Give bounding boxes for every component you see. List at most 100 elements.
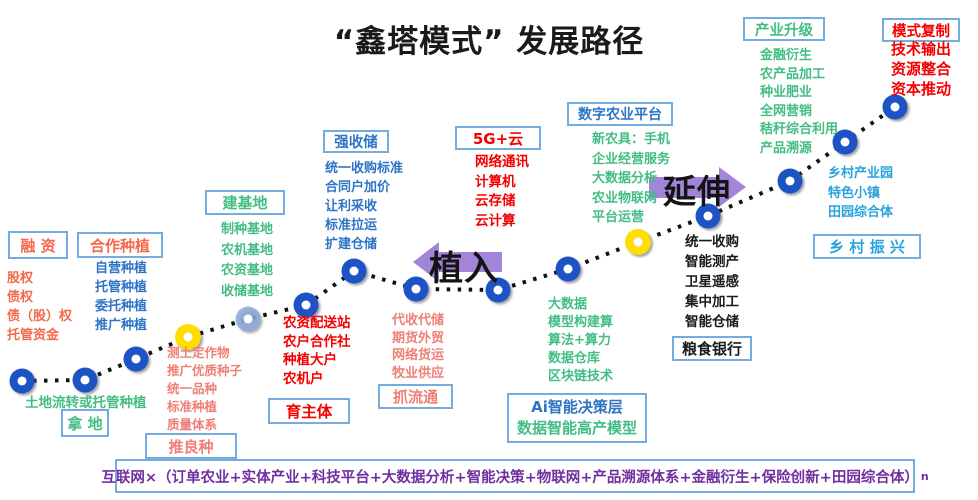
rural-revitalization-item: 特色小镇 (828, 185, 881, 201)
digital-platform-item: 新农具：手机 (592, 132, 671, 147)
ai-layer-item: 大数据 (548, 297, 588, 312)
formula-exponent: n (920, 469, 929, 483)
path-node-lightblue (235, 306, 261, 332)
grain-bank-box: 粮食银行 (672, 336, 752, 361)
cultivate-entities-item: 种植大户 (283, 352, 337, 368)
digital-platform-box: 数字农业平台 (567, 102, 673, 126)
ai-layer-items: 大数据 模型构建算 算法+算力 数据仓库 区块链技术 (548, 296, 613, 386)
5g-cloud-item: 网络通讯 (475, 154, 529, 170)
financing-box: 融 资 (8, 231, 68, 259)
strengthen-storage-item: 标准拉运 (325, 218, 378, 233)
path-node (72, 367, 98, 393)
ai-layer-box-line1: Ai智能决策层 (531, 398, 623, 416)
grasp-logistics-box: 抓流通 (378, 384, 453, 409)
ai-layer-item: 算法+算力 (548, 333, 611, 348)
grain-bank-item: 智能仓储 (685, 314, 739, 330)
model-replication-items: 技术输出 资源整合 资本推动 (891, 39, 951, 99)
page-title: “鑫塔模式” 发展路径 (333, 24, 645, 60)
rural-revitalization-box: 乡 村 振 兴 (813, 234, 921, 259)
model-replication-box: 模式复制 (882, 18, 960, 42)
cooperative-planting-item: 托管种植 (95, 280, 148, 295)
cooperative-planting-box: 合作种植 (77, 232, 163, 258)
model-replication-item: 资源整合 (891, 60, 952, 78)
acquire-land-box: 拿 地 (61, 409, 109, 437)
rural-revitalization-items: 乡村产业园 特色小镇 田园综合体 (828, 164, 893, 223)
grain-bank-item: 智能测产 (685, 254, 739, 270)
grain-bank-item: 集中加工 (685, 294, 739, 310)
industry-upgrade-item: 金融衍生 (760, 48, 813, 63)
path-node (485, 277, 511, 303)
digital-platform-item: 平台运营 (592, 210, 645, 225)
strengthen-storage-item: 扩建仓储 (325, 237, 378, 252)
cooperative-planting-item: 自营种植 (95, 261, 148, 276)
industry-upgrade-items: 金融衍生 农产品加工 种业肥业 全网营销 秸秆综合利用 产品溯源 (760, 47, 838, 158)
path-node (123, 346, 149, 372)
financing-item: 债权 (7, 290, 34, 305)
digital-platform-item: 企业经营服务 (592, 151, 671, 167)
promote-seeds-item: 测土定作物 (167, 345, 230, 360)
strengthen-storage-items: 统一收购标准 合同户加价 让利采收 标准拉运 扩建仓储 (325, 159, 403, 254)
5g-cloud-item: 云计算 (475, 212, 516, 229)
land-transfer-caption: 土地流转或托管种植 (25, 395, 147, 411)
promote-seeds-box: 推良种 (145, 433, 237, 459)
rural-revitalization-item: 田园综合体 (828, 205, 894, 220)
industry-upgrade-item: 秸秆综合利用 (760, 122, 839, 137)
rural-revitalization-item: 乡村产业园 (828, 166, 894, 181)
extend-arrow-label: 延伸 (663, 172, 731, 211)
build-bases-items: 制种基地 农机基地 农资基地 收储基地 (221, 220, 273, 302)
grain-bank-item: 统一收购 (685, 234, 739, 250)
strengthen-storage-item: 让利采收 (325, 199, 378, 214)
path-node (293, 292, 319, 318)
promote-seeds-item: 质量体系 (167, 417, 218, 432)
path-node (403, 276, 429, 302)
digital-platform-items: 新农具：手机 企业经营服务 大数据分析 农业物联网 平台运营 (592, 130, 670, 228)
cultivate-entities-item: 农资配送站 (283, 315, 351, 331)
5g-cloud-item: 计算机 (475, 173, 516, 190)
cooperative-planting-items: 自营种植 托管种植 委托种植 推广种植 (95, 259, 147, 335)
implant-arrow (413, 242, 502, 282)
formula-text: 互联网×（订单农业+实体产业+科技平台+大数据分析+智能决策+物联网+产品溯源体… (101, 469, 919, 486)
promote-seeds-item: 推广优质种子 (167, 363, 243, 378)
extend-arrow (649, 167, 746, 207)
industry-upgrade-item: 产品溯源 (760, 140, 813, 156)
grasp-logistics-items: 代收代储 期货外贸 网络货运 牧业供应 (392, 312, 444, 382)
industry-upgrade-box: 产业升级 (743, 17, 825, 41)
digital-platform-item: 大数据分析 (592, 171, 658, 186)
path-node (9, 368, 35, 394)
financing-item: 股权 (7, 271, 34, 286)
digital-platform-item: 农业物联网 (592, 190, 658, 206)
path-node-yellow (175, 324, 201, 350)
strengthen-storage-item: 统一收购标准 (325, 161, 404, 176)
path-node (882, 94, 908, 120)
cultivate-entities-box: 育主体 (268, 398, 350, 424)
ai-layer-box: Ai智能决策层 数据智能高产模型 (507, 393, 647, 443)
ai-layer-box-line2: 数据智能高产模型 (516, 419, 637, 437)
grain-bank-items: 统一收购 智能测产 卫星遥感 集中加工 智能仓储 (685, 232, 739, 332)
cultivate-entities-item: 农机户 (283, 370, 324, 387)
ai-layer-item: 数据仓库 (548, 351, 601, 366)
cooperative-planting-item: 委托种植 (95, 299, 148, 314)
grain-bank-item: 卫星遥感 (685, 274, 739, 290)
promote-seeds-item: 标准种植 (167, 399, 218, 414)
grasp-logistics-item: 期货外贸 (392, 330, 445, 346)
build-bases-item: 制种基地 (221, 222, 274, 237)
ai-layer-item: 区块链技术 (548, 369, 614, 384)
formula-banner: 互联网×（订单农业+实体产业+科技平台+大数据分析+智能决策+物联网+产品溯源体… (101, 459, 929, 493)
path-node (832, 129, 858, 155)
model-replication-item: 技术输出 (891, 40, 952, 58)
promote-seeds-item: 统一品种 (167, 381, 218, 396)
financing-item: 托管资金 (7, 328, 60, 343)
strengthen-storage-box: 强收储 (323, 130, 389, 153)
build-bases-item: 农机基地 (221, 242, 274, 258)
model-replication-item: 资本推动 (891, 80, 952, 98)
financing-items: 股权 债权 债（股）权 托管资金 (7, 269, 72, 345)
path-node (695, 203, 721, 229)
strengthen-storage-item: 合同户加价 (325, 180, 391, 195)
cultivate-entities-items: 农资配送站 农户合作社 种植大户 农机户 (283, 314, 351, 388)
grasp-logistics-item: 代收代储 (392, 313, 445, 328)
industry-upgrade-item: 农产品加工 (760, 66, 826, 82)
5g-cloud-box: 5G+云 (455, 126, 541, 150)
industry-upgrade-item: 全网营销 (760, 103, 813, 119)
